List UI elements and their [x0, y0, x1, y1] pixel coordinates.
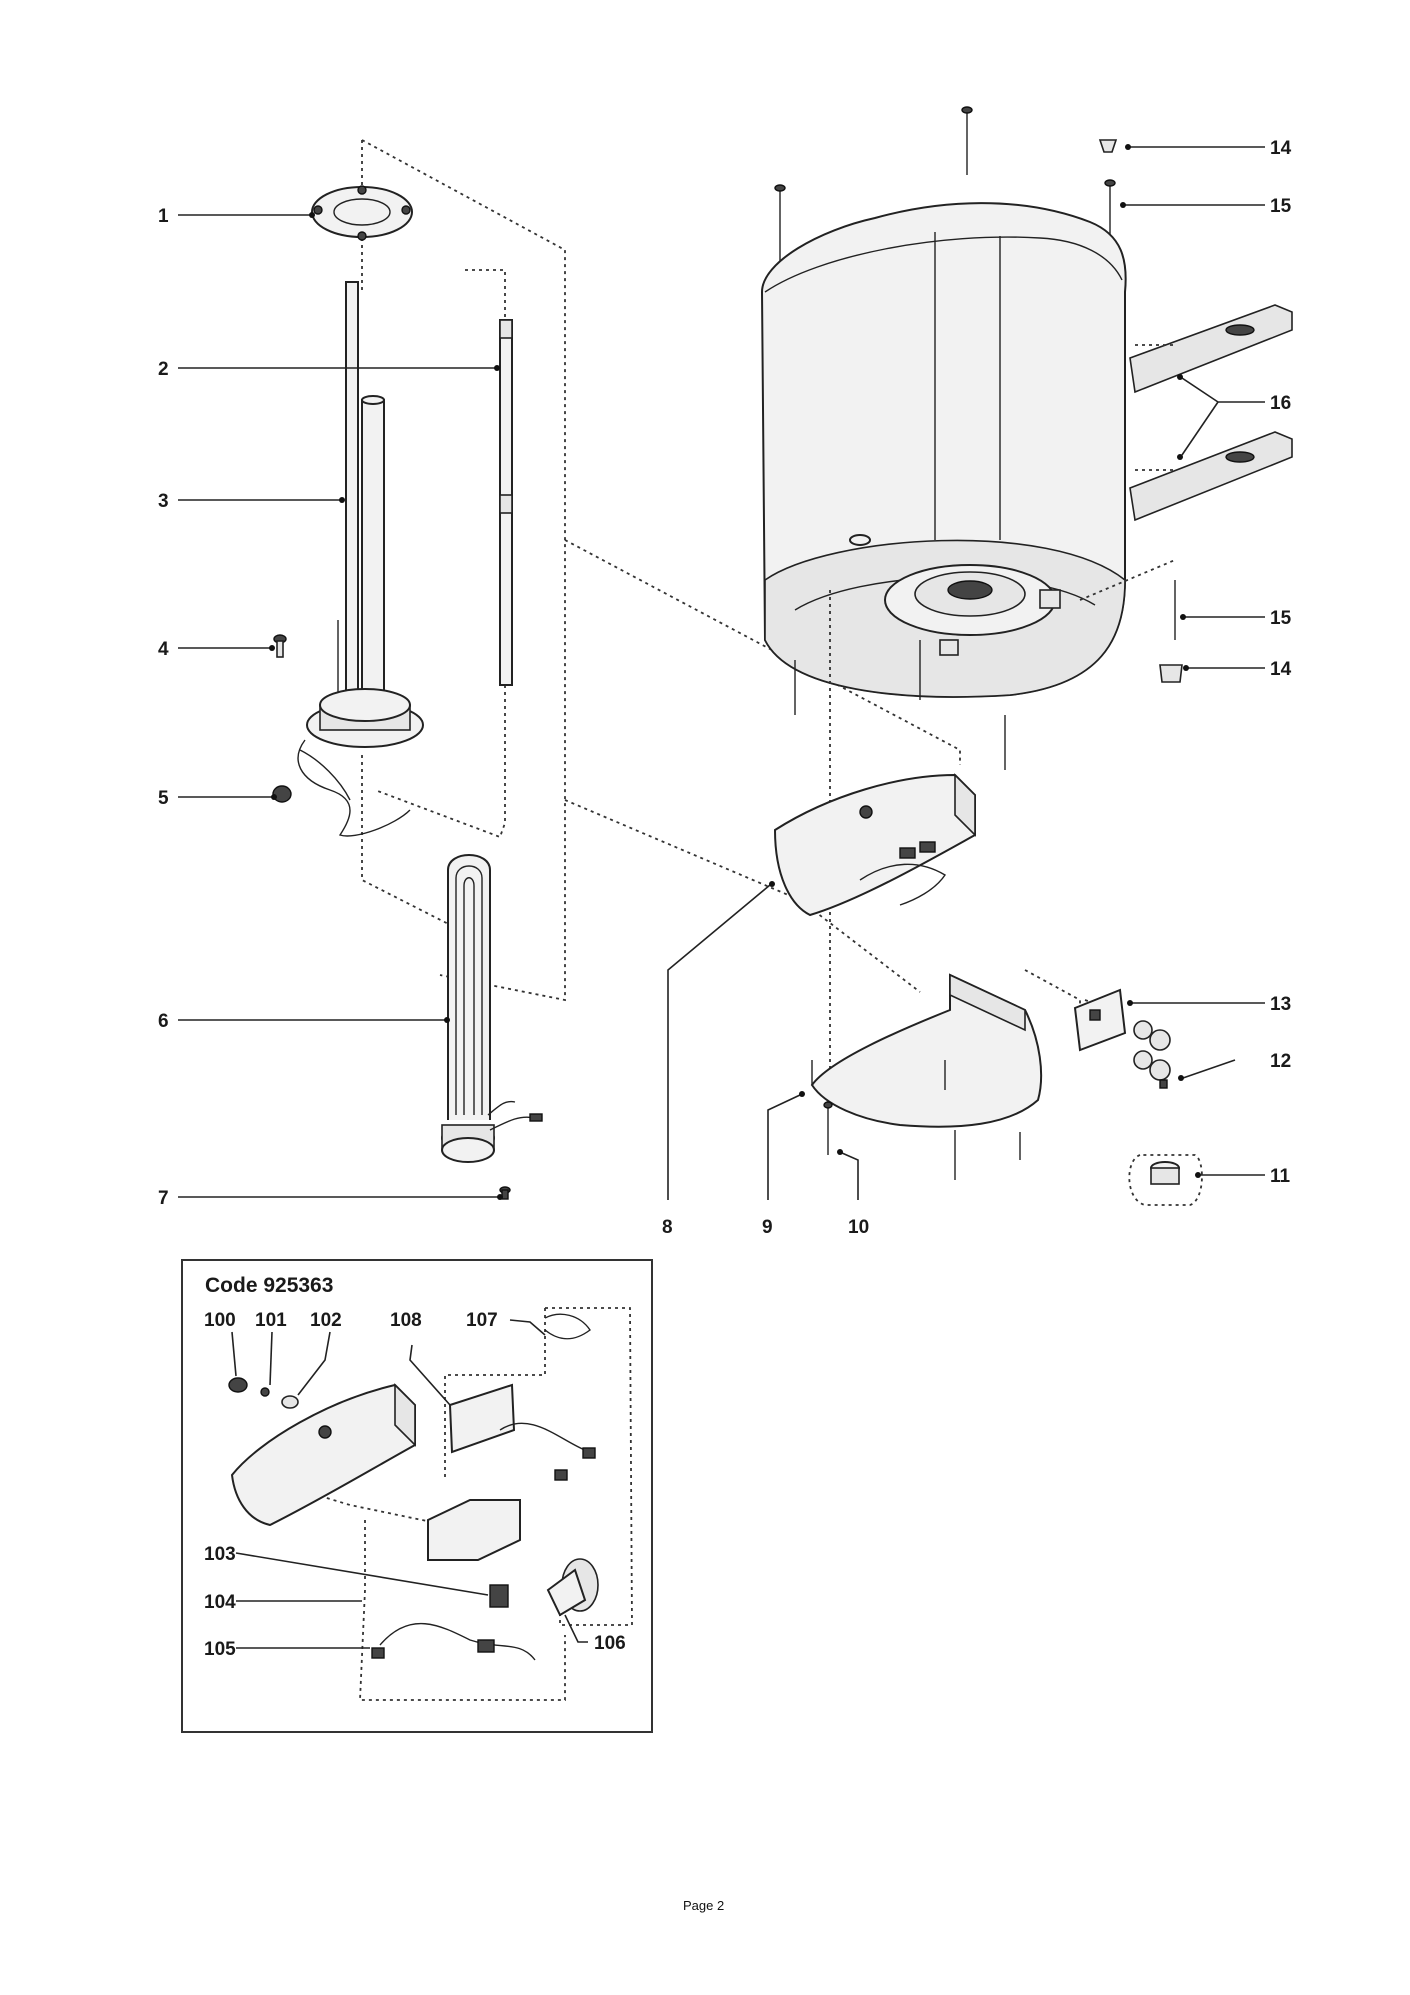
label-15-bottom: 15 — [1270, 608, 1292, 629]
label-10: 10 — [848, 1217, 869, 1238]
label-16: 16 — [1270, 393, 1291, 414]
label-3: 3 — [158, 491, 169, 512]
label-2: 2 — [158, 359, 169, 380]
label-103: 103 — [204, 1544, 236, 1565]
inset-kit-box: Code 925363 — [181, 1259, 653, 1733]
label-100: 100 — [204, 1310, 236, 1331]
label-15-top: 15 — [1270, 196, 1292, 217]
nut-part — [272, 785, 292, 803]
inset-code-title: Code 925363 — [205, 1274, 333, 1297]
screw-part — [273, 634, 287, 658]
label-12: 12 — [1270, 1051, 1291, 1072]
knob-part — [1128, 1154, 1203, 1206]
label-14-top: 14 — [1270, 138, 1292, 159]
label-4: 4 — [158, 639, 169, 660]
element-tube-part — [337, 281, 385, 711]
label-leader-lines — [178, 144, 1265, 1200]
label-106: 106 — [594, 1633, 626, 1654]
part-number-labels: 1 2 3 4 5 6 7 8 9 10 11 12 13 14 15 16 1… — [158, 138, 1292, 1238]
cover-screws-part — [823, 1060, 1021, 1180]
label-107: 107 — [466, 1310, 498, 1331]
assembly-guide-lines-left — [361, 139, 961, 1002]
label-14-bottom: 14 — [1270, 659, 1292, 680]
label-5: 5 — [158, 788, 169, 809]
label-108: 108 — [390, 1310, 422, 1331]
heating-element-part — [441, 854, 543, 1163]
label-9: 9 — [762, 1217, 773, 1238]
water-heater-tank-part — [760, 106, 1183, 770]
label-105: 105 — [204, 1639, 236, 1660]
rod-part — [499, 319, 513, 686]
indicator-panel-part — [1073, 988, 1171, 1089]
bottom-cover-part — [810, 973, 1043, 1128]
label-102: 102 — [310, 1310, 342, 1331]
label-101: 101 — [255, 1310, 287, 1331]
label-8: 8 — [662, 1217, 673, 1238]
page-number: Page 2 — [683, 1898, 724, 1913]
inset-labels: 100 101 102 108 107 103 104 105 106 — [204, 1310, 626, 1660]
label-7: 7 — [158, 1188, 169, 1209]
wall-bracket-part — [1129, 304, 1293, 522]
flange-gasket-part — [311, 185, 413, 241]
label-11: 11 — [1270, 1166, 1291, 1187]
label-104: 104 — [204, 1592, 236, 1613]
label-6: 6 — [158, 1011, 169, 1032]
control-housing-part — [773, 773, 976, 917]
small-screw-part — [499, 1186, 511, 1200]
element-flange-part — [297, 688, 424, 837]
label-13: 13 — [1270, 994, 1291, 1015]
label-1: 1 — [158, 206, 169, 227]
